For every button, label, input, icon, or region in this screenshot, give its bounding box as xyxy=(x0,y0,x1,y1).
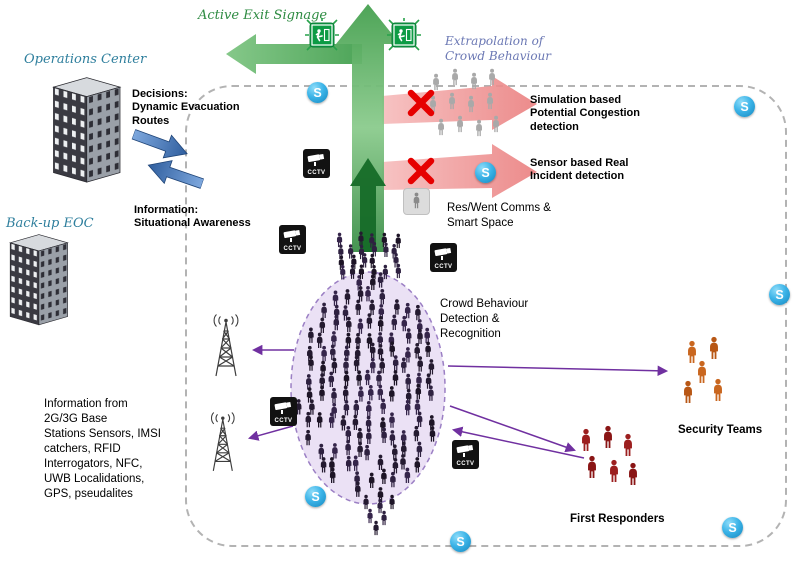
cctv-icon: CCTV xyxy=(303,149,330,178)
crowd-ellipse xyxy=(290,271,446,505)
sensor-detection-label: Sensor based Real Incident detection xyxy=(530,157,629,183)
radio-tower-icon xyxy=(213,314,239,377)
cctv-label: CCTV xyxy=(434,264,453,270)
info-sources-line: Interrogators, NFC, xyxy=(44,457,143,470)
cctv-label: CCTV xyxy=(274,418,293,424)
sensor-badge: S xyxy=(769,284,790,305)
info-sources-line: UWB Localidations, xyxy=(44,472,145,485)
crowd-behaviour-label: Crowd Behaviour Detection & Recognition xyxy=(440,298,529,340)
security-teams-label: Security Teams xyxy=(678,424,763,436)
security-team-figures xyxy=(684,336,722,403)
decisions-body: Dynamic Evacuation Routes xyxy=(132,101,240,127)
exit-sign-icon xyxy=(387,18,421,52)
backup-eoc-building xyxy=(9,234,69,326)
cctv-label: CCTV xyxy=(283,246,302,252)
res-went-label: Res/Went Comms & Smart Space xyxy=(447,202,551,229)
evacuation-arrow-inner xyxy=(350,158,386,252)
cctv-icon: CCTV xyxy=(279,225,306,254)
incident-arrow xyxy=(382,144,537,198)
cctv-label: CCTV xyxy=(307,170,326,176)
congestion-x-icon xyxy=(407,89,435,117)
info-sources-line: Information from xyxy=(44,398,128,410)
backup-eoc-label: Back-up EOC xyxy=(6,216,94,231)
smart-space-icon xyxy=(403,188,430,215)
extrapolation-label: Extrapolation of Crowd Behaviour xyxy=(445,34,552,63)
information-body: Situational Awareness xyxy=(134,217,251,230)
information-arrow xyxy=(144,153,207,196)
radio-tower-icon xyxy=(210,412,235,472)
sensor-badge: S xyxy=(450,531,471,552)
decisions-arrow xyxy=(129,122,192,166)
sensor-badge: S xyxy=(734,96,755,117)
system-boundary xyxy=(185,85,787,547)
decisions-title: Decisions: xyxy=(132,88,188,100)
cctv-icon: CCTV xyxy=(430,243,457,272)
decisions-label: Decisions: Dynamic Evacuation Routes xyxy=(132,88,258,128)
incident-x-icon xyxy=(407,157,435,185)
sensor-badge: S xyxy=(475,162,496,183)
cctv-label: CCTV xyxy=(456,461,475,467)
info-sources-label: Information from 2G/3G Base Stations Sen… xyxy=(44,397,170,502)
sensor-badge: S xyxy=(305,486,326,507)
information-label: Information: Situational Awareness xyxy=(134,204,260,231)
exit-sign-icon xyxy=(305,18,339,52)
simulation-detection-label: Simulation based Potential Congestion de… xyxy=(530,94,640,133)
first-responder-figures xyxy=(582,425,637,485)
info-sources-line: GPS, pseudalites xyxy=(44,487,133,500)
sensor-badge: S xyxy=(307,82,328,103)
sensor-badge: S xyxy=(722,517,743,538)
cctv-icon: CCTV xyxy=(270,397,297,426)
operations-center-label: Operations Center xyxy=(24,52,147,67)
information-title: Information: xyxy=(134,204,199,216)
info-sources-line: catchers, RFID xyxy=(44,442,121,455)
sensor-links xyxy=(247,344,669,459)
evacuation-arrow-up xyxy=(336,4,400,252)
congestion-arrow xyxy=(382,76,537,130)
info-sources-line: 2G/3G Base xyxy=(44,412,108,425)
operations-center-building xyxy=(53,77,121,183)
info-sources-line: Stations Sensors, IMSI xyxy=(44,427,161,440)
cctv-icon: CCTV xyxy=(452,440,479,469)
first-responders-label: First Responders xyxy=(570,513,665,525)
active-exit-signage-label: Active Exit Signage xyxy=(198,8,328,23)
